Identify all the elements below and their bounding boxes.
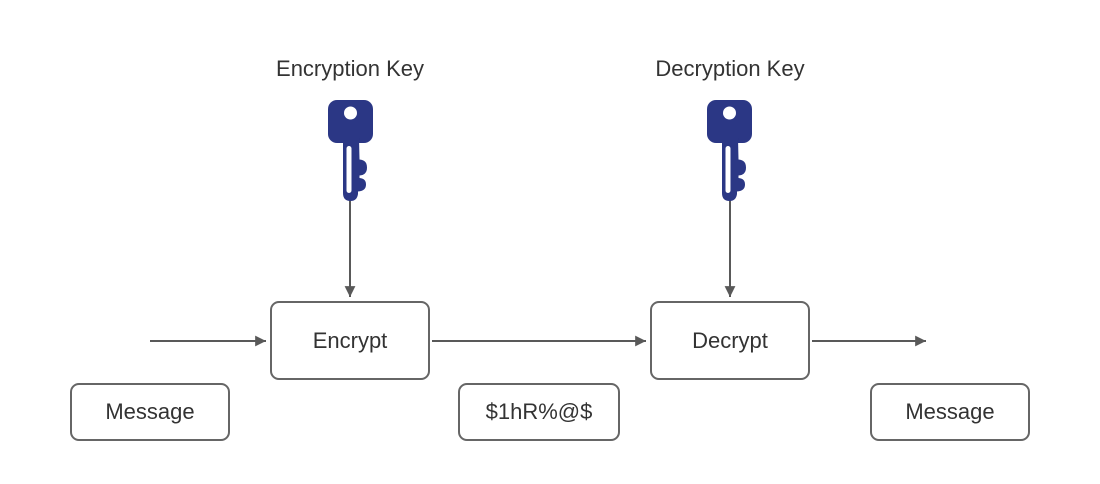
encryption-key-label: Encryption Key [276,56,424,81]
key-hole [723,106,736,120]
key-hole [344,106,357,120]
encrypt-node: Encrypt [270,301,430,380]
key-slot [346,146,352,193]
decryption-key-label: Decryption Key [655,56,805,81]
message-output-node: Message [870,383,1030,441]
key-slot [725,146,731,193]
decryption-key-icon [707,100,752,201]
ciphertext-node: $1hR%@$ [458,383,620,441]
encryption-key-icon [328,100,373,201]
message-input-node: Message [70,383,230,441]
decrypt-node: Decrypt [650,301,810,380]
